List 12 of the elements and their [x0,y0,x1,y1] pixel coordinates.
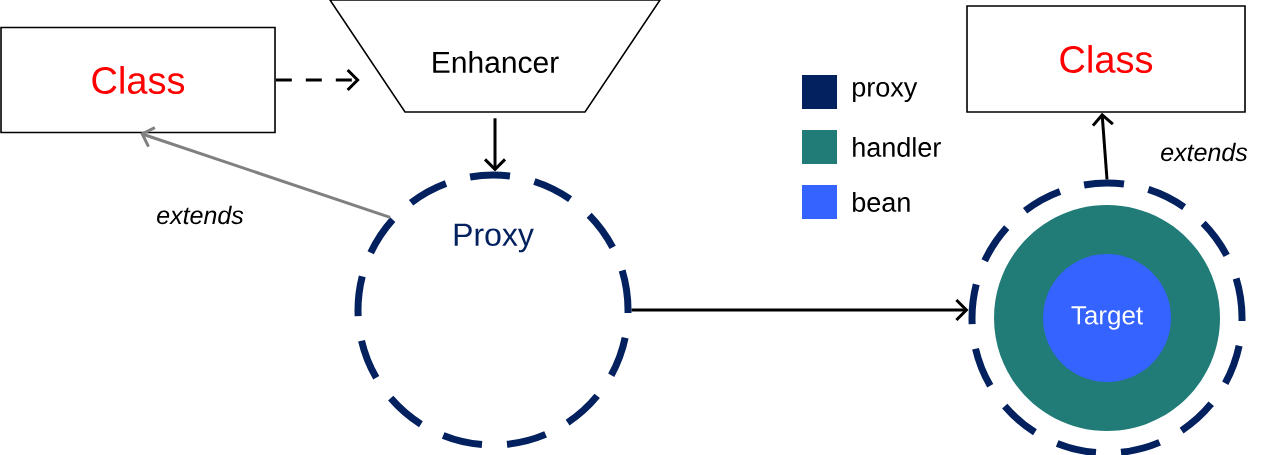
class-box: Class [966,5,1246,113]
class-box: Class [0,26,276,134]
arrow [275,68,360,92]
legend-label: proxy [853,81,918,103]
arrow [631,298,969,322]
arrow [140,126,391,219]
legend-label: bean [853,192,910,212]
arrow [1091,112,1114,180]
edge-label: extends [1158,141,1250,163]
legend-label: handler [853,137,941,157]
edge-label: extends [154,204,246,226]
arrow [483,118,507,172]
